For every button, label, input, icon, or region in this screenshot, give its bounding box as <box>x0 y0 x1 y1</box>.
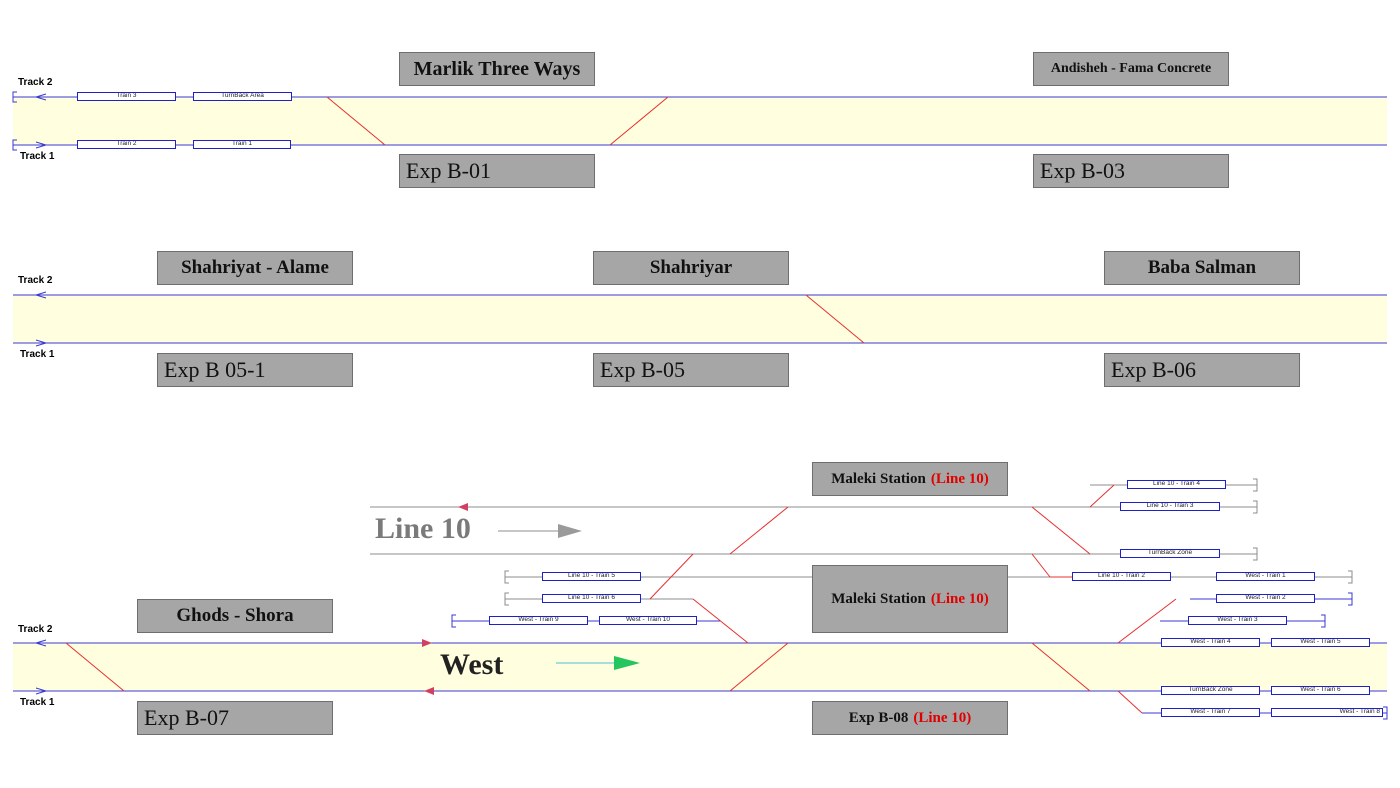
siding-end <box>1383 706 1388 720</box>
siding-end <box>1253 478 1258 492</box>
station-code-exp-b-05-1: Exp B 05-1 <box>157 353 353 387</box>
direction-arrow-left <box>34 291 47 299</box>
signal-marker <box>458 503 468 511</box>
station-code-exp-b-03: Exp B-03 <box>1033 154 1229 188</box>
train-box[interactable]: West - Train 2 <box>1216 594 1315 603</box>
train-box[interactable]: West - Train 5 <box>1271 638 1370 647</box>
turnback-box[interactable]: TurnBack Zone <box>1161 686 1260 695</box>
direction-arrow-left <box>34 639 47 647</box>
siding-end <box>1348 592 1353 606</box>
crossover-line <box>1117 598 1177 644</box>
station-name-maleki-main: Maleki Station(Line 10) <box>812 565 1008 633</box>
train-box[interactable]: West - Train 9 <box>489 616 588 625</box>
maleki-name: Maleki Station <box>831 470 926 487</box>
line-10-label: Line 10 <box>375 512 471 545</box>
train-box[interactable]: West - Train 7 <box>1161 708 1260 717</box>
signal-marker <box>422 639 432 647</box>
train-box[interactable]: Train 2 <box>77 140 176 149</box>
crossover-line <box>649 553 694 600</box>
train-box[interactable]: West - Train 3 <box>1188 616 1287 625</box>
siding-end <box>1253 500 1258 514</box>
station-code-exp-b-01: Exp B-01 <box>399 154 595 188</box>
crossover-line <box>1117 690 1143 714</box>
west-label: West <box>440 648 504 681</box>
turnback-box[interactable]: TurnBack Area <box>193 92 292 101</box>
track-2-label: Track 2 <box>18 77 53 88</box>
exp-code: Exp B-08 <box>848 709 909 726</box>
crossover-line <box>805 294 865 344</box>
crossover-line <box>1031 642 1091 692</box>
maleki-name: Maleki Station <box>831 590 926 607</box>
siding-end <box>504 592 509 606</box>
station-code-exp-b-06: Exp B-06 <box>1104 353 1300 387</box>
station-code-exp-b-08: Exp B-08(Line 10) <box>812 701 1008 735</box>
train-box[interactable]: Train 1 <box>193 140 291 149</box>
train-box[interactable]: West - Train 4 <box>1161 638 1260 647</box>
station-name-ghods-shora: Ghods - Shora <box>137 599 333 633</box>
track-1-label: Track 1 <box>20 697 55 708</box>
siding-end <box>1253 547 1258 561</box>
direction-arrow-right <box>35 141 48 149</box>
line10-arrow-head <box>558 524 582 538</box>
station-name-andisheh: Andisheh - Fama Concrete <box>1033 52 1229 86</box>
train-box[interactable]: Train 3 <box>77 92 176 101</box>
crossover-line <box>692 598 749 644</box>
crossover-line <box>65 642 125 692</box>
siding-end <box>504 570 509 584</box>
train-box[interactable]: West - Train 1 <box>1216 572 1315 581</box>
station-code-exp-b-05: Exp B-05 <box>593 353 789 387</box>
crossover-line <box>729 642 789 692</box>
crossover-line <box>1031 506 1091 555</box>
train-box[interactable]: Line 10 - Train 2 <box>1072 572 1171 581</box>
direction-arrow-left <box>34 93 47 101</box>
track-section-middle <box>13 291 1387 347</box>
station-name-baba-salman: Baba Salman <box>1104 251 1300 285</box>
line-10-tag: (Line 10) <box>930 590 989 607</box>
station-name-maleki-top: Maleki Station(Line 10) <box>812 462 1008 496</box>
track-end-bracket <box>12 139 17 151</box>
crossover-line <box>1089 484 1115 508</box>
crossover-line <box>609 96 669 146</box>
train-box[interactable]: West - Train 10 <box>599 616 697 625</box>
direction-arrow-right <box>35 687 48 695</box>
siding-end <box>1321 614 1326 628</box>
siding-end <box>451 614 456 628</box>
crossover-line <box>729 506 789 555</box>
track-1-label: Track 1 <box>20 151 55 162</box>
track-end-bracket <box>12 91 17 103</box>
train-box[interactable]: Line 10 - Train 5 <box>542 572 641 581</box>
platform-area-middle <box>13 295 1387 343</box>
platform-area-bottom <box>13 643 1387 691</box>
train-box[interactable]: Line 10 - Train 6 <box>542 594 641 603</box>
train-box[interactable]: West - Train 6 <box>1271 686 1370 695</box>
station-name-shahriyat: Shahriyat - Alame <box>157 251 353 285</box>
station-name-shahriyar: Shahriyar <box>593 251 789 285</box>
signal-marker <box>424 687 434 695</box>
direction-arrow-right <box>35 339 48 347</box>
turnback-box[interactable]: TurnBack Zone <box>1120 549 1220 558</box>
track-2-label: Track 2 <box>18 275 53 286</box>
crossover-line <box>326 96 386 146</box>
track-1-label: Track 1 <box>20 349 55 360</box>
train-box[interactable]: West - Train 8 <box>1271 708 1383 717</box>
line-10-tag: (Line 10) <box>913 709 972 726</box>
siding-end <box>1348 570 1353 584</box>
train-box[interactable]: Line 10 - Train 3 <box>1120 502 1220 511</box>
platform-area-top <box>13 97 1387 145</box>
crossover-line <box>1031 553 1051 578</box>
track-2-label: Track 2 <box>18 624 53 635</box>
west-arrow-head <box>614 656 640 670</box>
station-name-marlik: Marlik Three Ways <box>399 52 595 86</box>
train-box[interactable]: Line 10 - Train 4 <box>1127 480 1226 489</box>
station-code-exp-b-07: Exp B-07 <box>137 701 333 735</box>
line-10-tag: (Line 10) <box>930 470 989 487</box>
